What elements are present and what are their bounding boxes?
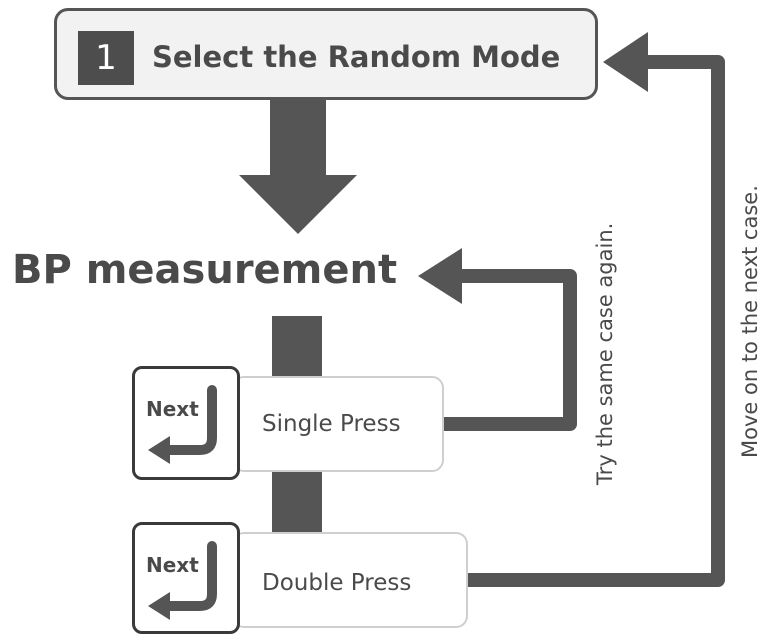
move-on-label: Move on to the next case.: [738, 185, 762, 458]
step-label: Select the Random Mode: [152, 40, 561, 74]
double-press-box: [232, 532, 468, 628]
move-on-arrowhead: [603, 32, 648, 92]
next-key-double: [132, 522, 240, 634]
down-arrow: [239, 100, 357, 234]
bp-measurement-title: BP measurement: [12, 247, 398, 293]
enter-arrow-icon: [148, 385, 217, 464]
try-again-label: Try the same case again.: [593, 222, 617, 485]
try-again-loop: [440, 269, 577, 431]
next-key-label: Next: [146, 397, 199, 421]
enter-arrow-icon: [148, 541, 217, 620]
next-key-single: [132, 366, 240, 480]
step-number-badge: 1: [78, 31, 134, 85]
move-on-loop: [468, 55, 725, 587]
try-again-arrowhead: [418, 248, 462, 304]
step-box: [54, 8, 598, 100]
double-press-label: Double Press: [262, 570, 412, 596]
next-key-label: Next: [146, 553, 199, 577]
single-press-label: Single Press: [262, 411, 401, 437]
